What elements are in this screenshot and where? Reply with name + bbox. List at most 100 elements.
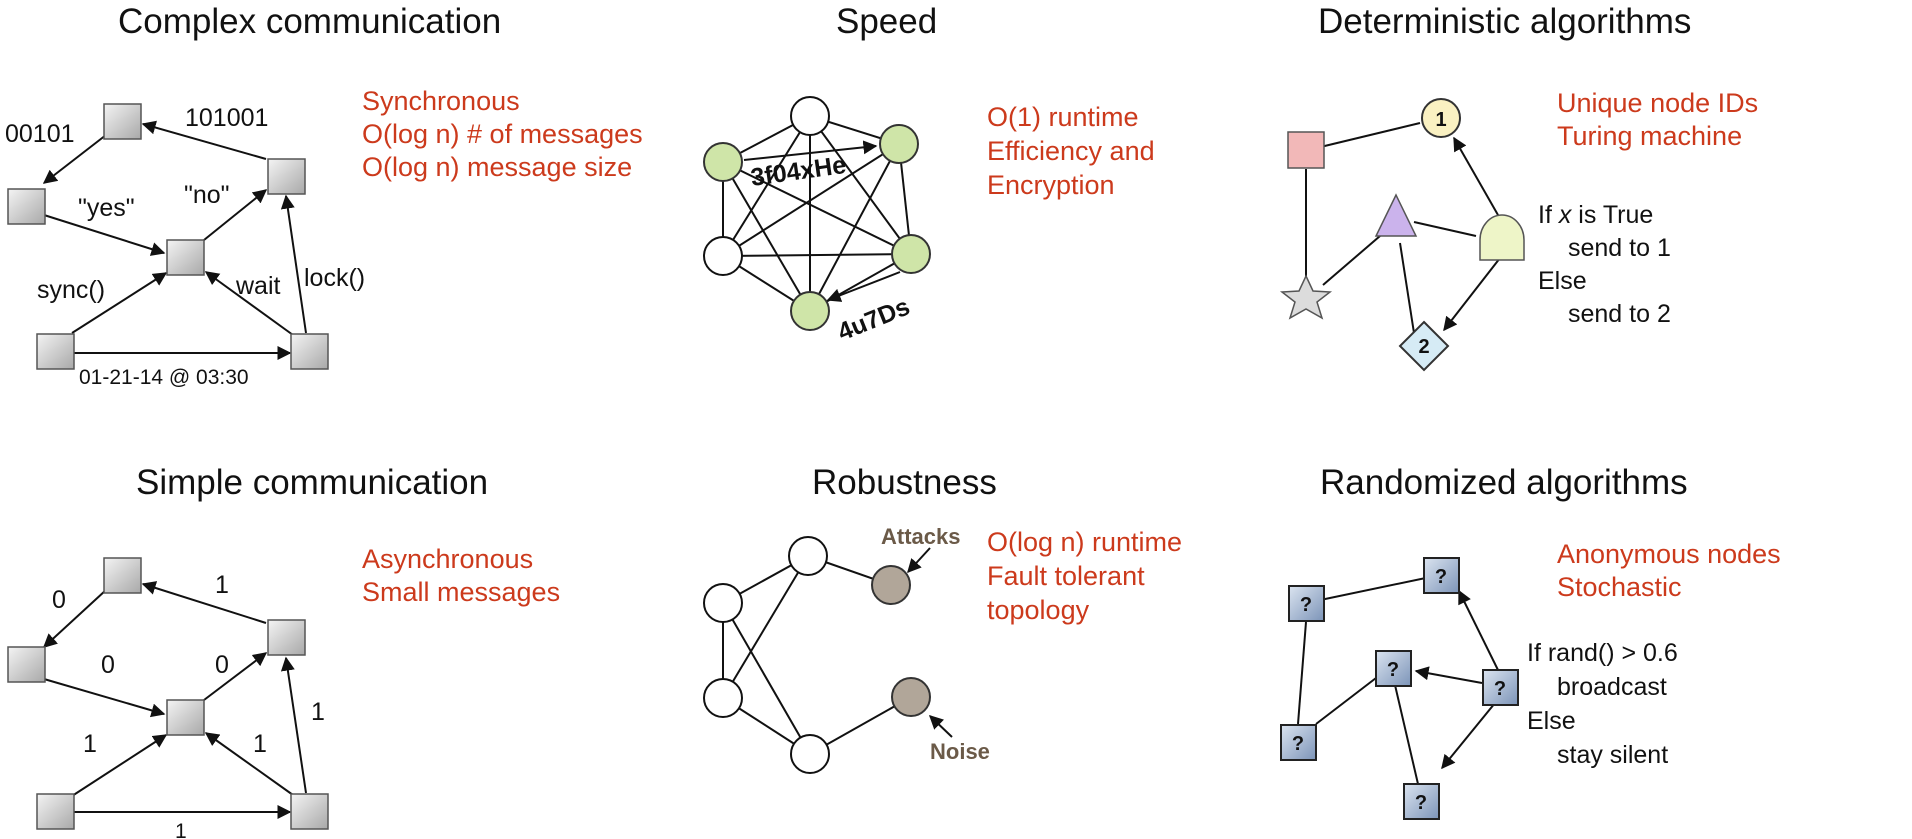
square-node (7, 188, 46, 225)
square-node (166, 239, 205, 276)
square-node (290, 793, 329, 830)
edges (722, 547, 953, 755)
noisy-node (891, 677, 931, 717)
panel-robustness: Robustness O(log n) runtime Fault tolera… (703, 463, 1182, 774)
edge-labels: 00101 101001 "yes" "no" sync() wait lock… (5, 104, 365, 389)
rule-text: If rand() > 0.6 broadcast Else stay sile… (1527, 639, 1678, 769)
edge-label: 1 (253, 730, 267, 758)
triangle-node (1374, 193, 1418, 237)
note-line: Efficiency and (987, 136, 1155, 166)
edge-arrow (204, 732, 294, 796)
node-label: ? (1494, 678, 1506, 700)
rule-line: Else (1538, 267, 1587, 295)
edge-label: "no" (184, 181, 230, 209)
edge-arrow (42, 589, 107, 648)
edge-label: 00101 (5, 120, 75, 148)
green-node (703, 142, 743, 182)
circle-node (703, 236, 743, 276)
edge-arrow (43, 678, 166, 718)
note-line: O(log n) runtime (987, 527, 1182, 557)
edge-arrow (204, 271, 294, 336)
note-line: Small messages (362, 577, 560, 607)
square-node (103, 557, 142, 594)
attacks-label: Attacks (881, 524, 960, 549)
green-node (790, 291, 830, 331)
square-node (36, 793, 75, 830)
edge-arrow (71, 734, 168, 797)
green-node (891, 234, 931, 274)
edge-arrow (1443, 257, 1501, 332)
anonymous-node (1482, 669, 1519, 706)
square-node (7, 646, 46, 683)
panel-simple-communication: Simple communication Asynchronous Small … (7, 463, 560, 839)
note-line: topology (987, 595, 1090, 625)
green-node (879, 124, 919, 164)
circle-node (790, 96, 830, 136)
anonymous-node (1403, 783, 1440, 820)
edge-label: 1 (175, 820, 187, 839)
nodes (703, 96, 931, 331)
edges (722, 115, 912, 312)
panel-title: Randomized algorithms (1320, 463, 1688, 502)
panel-speed: Speed O(1) runtime Efficiency and Encryp… (703, 2, 1155, 347)
rule-line: If rand() > 0.6 (1527, 639, 1678, 667)
numbered-node (1421, 98, 1461, 138)
note-line: O(1) runtime (987, 102, 1139, 132)
noise-label: Noise (930, 739, 990, 764)
edge-label: 1 (311, 698, 325, 726)
pointer-arrow (928, 715, 953, 738)
edge-label: 0 (52, 586, 66, 614)
panel-title: Complex communication (118, 2, 501, 41)
rule-line: Else (1527, 707, 1576, 735)
panel-complex-communication: Complex communication Synchronous O(log … (5, 2, 643, 389)
edge-label: 0 (215, 651, 229, 679)
star-node (1279, 274, 1333, 320)
edge-arrow (1414, 666, 1483, 684)
node-label: ? (1387, 659, 1399, 681)
edge-label: sync() (37, 276, 105, 304)
edge-arrow (1441, 702, 1496, 770)
message-arrow (826, 271, 901, 302)
edge-labels: 0 1 0 0 1 1 1 1 (52, 571, 325, 839)
note-line: Fault tolerant (987, 561, 1145, 591)
edge-label: lock() (304, 264, 365, 292)
anonymous-node (1280, 724, 1317, 761)
panel-title: Speed (836, 2, 937, 41)
node-label: ? (1292, 733, 1304, 755)
diamond-node (1398, 320, 1450, 372)
edge-arrow (141, 581, 267, 624)
circle-node (788, 536, 828, 576)
square-node (103, 103, 142, 140)
edge-arrow (203, 189, 268, 241)
edges (1297, 574, 1499, 785)
edge-label: 0 (101, 651, 115, 679)
attacked-node (871, 565, 911, 605)
note-line: Encryption (987, 170, 1115, 200)
panel-randomized-algorithms: Randomized algorithms Anonymous nodes St… (1280, 463, 1781, 820)
circle-node (790, 734, 830, 774)
anonymous-node (1423, 557, 1460, 594)
nodes (703, 536, 931, 774)
square-node (1287, 131, 1325, 169)
edge-arrow (203, 652, 268, 701)
panel-deterministic-algorithms: Deterministic algorithms Unique node IDs… (1279, 2, 1758, 372)
rule-line: broadcast (1557, 673, 1667, 701)
edge-arrow (141, 120, 267, 160)
note-line: Anonymous nodes (1557, 539, 1781, 569)
note-line: Unique node IDs (1557, 88, 1758, 118)
anonymous-node (1288, 585, 1325, 622)
note-line: Stochastic (1557, 572, 1682, 602)
square-node (267, 158, 306, 195)
edge-arrow (43, 214, 166, 256)
edge-arrow (280, 656, 307, 794)
note-line: O(log n) # of messages (362, 119, 643, 149)
gate-shaped-node (1479, 214, 1525, 261)
edge-label: wait (235, 272, 281, 300)
square-node (267, 619, 306, 656)
note-line: Turing machine (1557, 121, 1742, 151)
nodes (7, 103, 329, 370)
rule-line: send to 1 (1568, 234, 1671, 262)
edge-arrow (42, 134, 107, 184)
